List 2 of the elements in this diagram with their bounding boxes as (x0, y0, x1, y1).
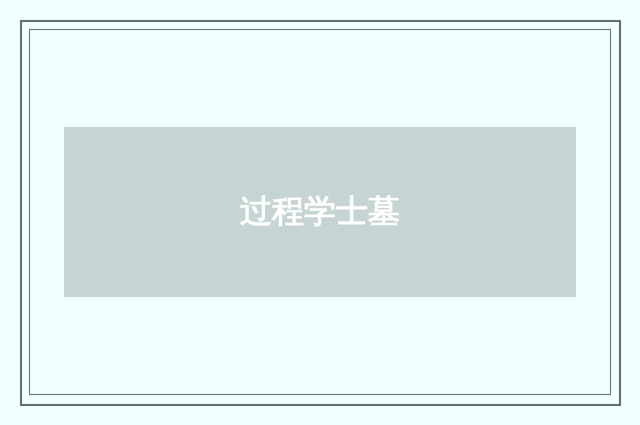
title-box (64, 127, 576, 297)
title-text: 过程学士墓 (240, 191, 400, 232)
